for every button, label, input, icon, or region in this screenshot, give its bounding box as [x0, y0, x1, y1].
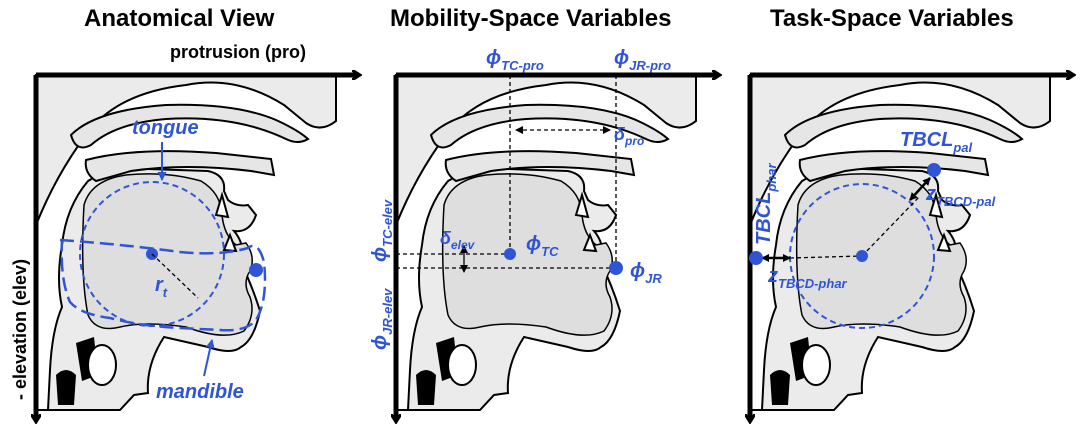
- mandible-label: mandible: [156, 381, 244, 403]
- tbcl-phar-dot: [749, 251, 763, 265]
- radius-line: [151, 253, 199, 299]
- mandible-outline: [59, 238, 267, 332]
- panel-title-anatomical: Anatomical View: [84, 5, 275, 32]
- panel-task: Task-Space Variables TBCLpal zTBCD-pal z…: [749, 5, 1072, 420]
- vocal-tract-task: [749, 74, 1051, 411]
- z-pal-label: zTBCD-pal: [925, 183, 996, 209]
- jaw-rotation-dot: [249, 263, 263, 277]
- phi-tc-label: ϕTC: [526, 233, 559, 259]
- tongue-label: tongue: [132, 117, 199, 139]
- tongue-center-dot-task: [856, 250, 868, 262]
- phi-tc-elev-label: ϕTC-elev: [369, 199, 395, 262]
- phi-jr-label: ϕJR: [630, 260, 662, 286]
- center-to-pharynx-guide: [789, 255, 863, 259]
- panel-mobility: Mobility-Space Variables ϕTC-pro ϕJR-pro…: [369, 5, 718, 420]
- tc-dot: [504, 248, 516, 260]
- z-pal-arrow: [909, 177, 931, 201]
- phi-tc-pro-label: ϕTC-pro: [486, 47, 544, 73]
- panel-title-mobility: Mobility-Space Variables: [390, 5, 671, 32]
- axis-label-elevation: - elevation (elev): [10, 259, 30, 400]
- panel-anatomical: Anatomical View protrusion (pro) - eleva…: [10, 5, 358, 420]
- tbcl-pal-label: TBCLpal: [900, 129, 972, 155]
- tbcl-phar-label: TBCLphar: [753, 163, 779, 245]
- mandible-arrow: [203, 339, 215, 377]
- tbcl-pal-dot: [927, 163, 941, 177]
- panel-title-task: Task-Space Variables: [770, 5, 1014, 32]
- z-phar-label: zTBCD-phar: [767, 265, 848, 291]
- jr-dot: [609, 261, 623, 275]
- radius-label: rt: [155, 274, 168, 300]
- axis-label-protrusion: protrusion (pro): [170, 42, 306, 62]
- delta-elev-label: δelev: [440, 228, 476, 252]
- phi-jr-pro-label: ϕJR-pro: [614, 47, 671, 73]
- phi-jr-elev-label: ϕJR-elev: [369, 288, 395, 350]
- delta-pro-label: δpro: [614, 124, 644, 148]
